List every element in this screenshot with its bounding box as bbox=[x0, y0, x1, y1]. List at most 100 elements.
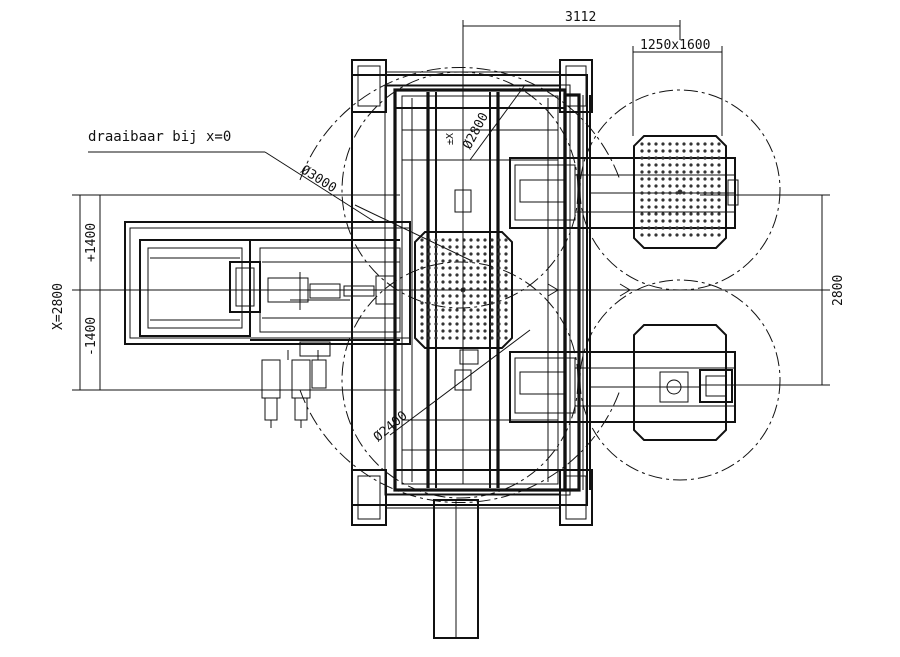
table-hole bbox=[654, 233, 658, 237]
label-rotation-note: draaibaar bij x=0 bbox=[88, 129, 231, 145]
table-hole bbox=[483, 259, 487, 263]
table-hole bbox=[455, 266, 459, 270]
table-hole bbox=[476, 322, 480, 326]
table-hole bbox=[490, 252, 494, 256]
table-hole bbox=[427, 322, 431, 326]
table-hole bbox=[427, 315, 431, 319]
table-hole bbox=[640, 170, 644, 174]
table-hole bbox=[504, 294, 508, 298]
table-hole bbox=[647, 226, 651, 230]
table-hole bbox=[448, 259, 452, 263]
table-hole bbox=[710, 184, 714, 188]
table-hole bbox=[448, 329, 452, 333]
table-hole bbox=[668, 156, 672, 160]
table-hole bbox=[497, 315, 501, 319]
table-hole bbox=[647, 163, 651, 167]
table-hole bbox=[497, 336, 501, 340]
table-hole bbox=[675, 149, 679, 153]
table-hole bbox=[668, 219, 672, 223]
table-hole bbox=[497, 266, 501, 270]
table-hole bbox=[689, 233, 693, 237]
table-hole bbox=[469, 336, 473, 340]
table-hole bbox=[469, 266, 473, 270]
table-hole bbox=[490, 294, 494, 298]
table-hole bbox=[469, 238, 473, 242]
table-hole bbox=[682, 191, 686, 195]
table-hole bbox=[675, 212, 679, 216]
table-hole bbox=[689, 226, 693, 230]
table-hole bbox=[689, 198, 693, 202]
table-hole bbox=[703, 149, 707, 153]
table-hole bbox=[469, 294, 473, 298]
label-x-minus: -1400 bbox=[84, 317, 99, 356]
table-hole bbox=[490, 322, 494, 326]
table-hole bbox=[448, 315, 452, 319]
table-hole bbox=[661, 170, 665, 174]
table-hole bbox=[696, 226, 700, 230]
table-hole bbox=[668, 163, 672, 167]
table-hole bbox=[661, 142, 665, 146]
table-hole bbox=[689, 170, 693, 174]
label-axis-marker: ±X bbox=[445, 133, 456, 145]
table-hole bbox=[427, 245, 431, 249]
table-hole bbox=[703, 184, 707, 188]
table-hole bbox=[661, 226, 665, 230]
table-hole bbox=[647, 198, 651, 202]
table-hole bbox=[661, 191, 665, 195]
table-hole bbox=[483, 273, 487, 277]
table-hole bbox=[640, 205, 644, 209]
table-hole bbox=[504, 301, 508, 305]
table-hole bbox=[675, 163, 679, 167]
table-hole bbox=[434, 280, 438, 284]
table-hole bbox=[675, 184, 679, 188]
table-hole bbox=[668, 184, 672, 188]
label-x-plus: +1400 bbox=[84, 223, 99, 262]
table-hole bbox=[469, 252, 473, 256]
table-hole bbox=[427, 273, 431, 277]
table-hole bbox=[710, 177, 714, 181]
table-hole bbox=[654, 149, 658, 153]
table-hole bbox=[647, 219, 651, 223]
table-hole bbox=[696, 198, 700, 202]
table-hole bbox=[420, 336, 424, 340]
table-hole bbox=[696, 177, 700, 181]
table-hole bbox=[668, 191, 672, 195]
table-hole bbox=[483, 322, 487, 326]
table-hole bbox=[476, 336, 480, 340]
table-hole bbox=[703, 142, 707, 146]
table-hole bbox=[717, 212, 721, 216]
table-hole bbox=[703, 156, 707, 160]
table-hole bbox=[476, 294, 480, 298]
table-hole bbox=[647, 156, 651, 160]
table-hole bbox=[647, 205, 651, 209]
table-hole bbox=[682, 205, 686, 209]
table-hole bbox=[689, 163, 693, 167]
table-hole bbox=[441, 259, 445, 263]
table-hole bbox=[717, 156, 721, 160]
table-hole bbox=[469, 280, 473, 284]
table-hole bbox=[682, 170, 686, 174]
table-hole bbox=[476, 315, 480, 319]
table-hole bbox=[483, 294, 487, 298]
table-hole bbox=[647, 212, 651, 216]
table-hole bbox=[710, 219, 714, 223]
table-hole bbox=[654, 205, 658, 209]
table-hole bbox=[497, 259, 501, 263]
table-hole bbox=[717, 226, 721, 230]
table-hole bbox=[675, 142, 679, 146]
table-hole bbox=[675, 226, 679, 230]
center-rotary-table bbox=[412, 226, 520, 354]
table-hole bbox=[682, 149, 686, 153]
table-hole bbox=[448, 336, 452, 340]
table-hole bbox=[696, 205, 700, 209]
table-hole bbox=[490, 308, 494, 312]
table-hole bbox=[504, 336, 508, 340]
table-hole bbox=[504, 245, 508, 249]
table-hole bbox=[647, 177, 651, 181]
table-hole bbox=[675, 170, 679, 174]
table-hole bbox=[640, 233, 644, 237]
table-hole bbox=[504, 259, 508, 263]
table-hole bbox=[434, 315, 438, 319]
table-hole bbox=[682, 184, 686, 188]
table-hole bbox=[703, 198, 707, 202]
